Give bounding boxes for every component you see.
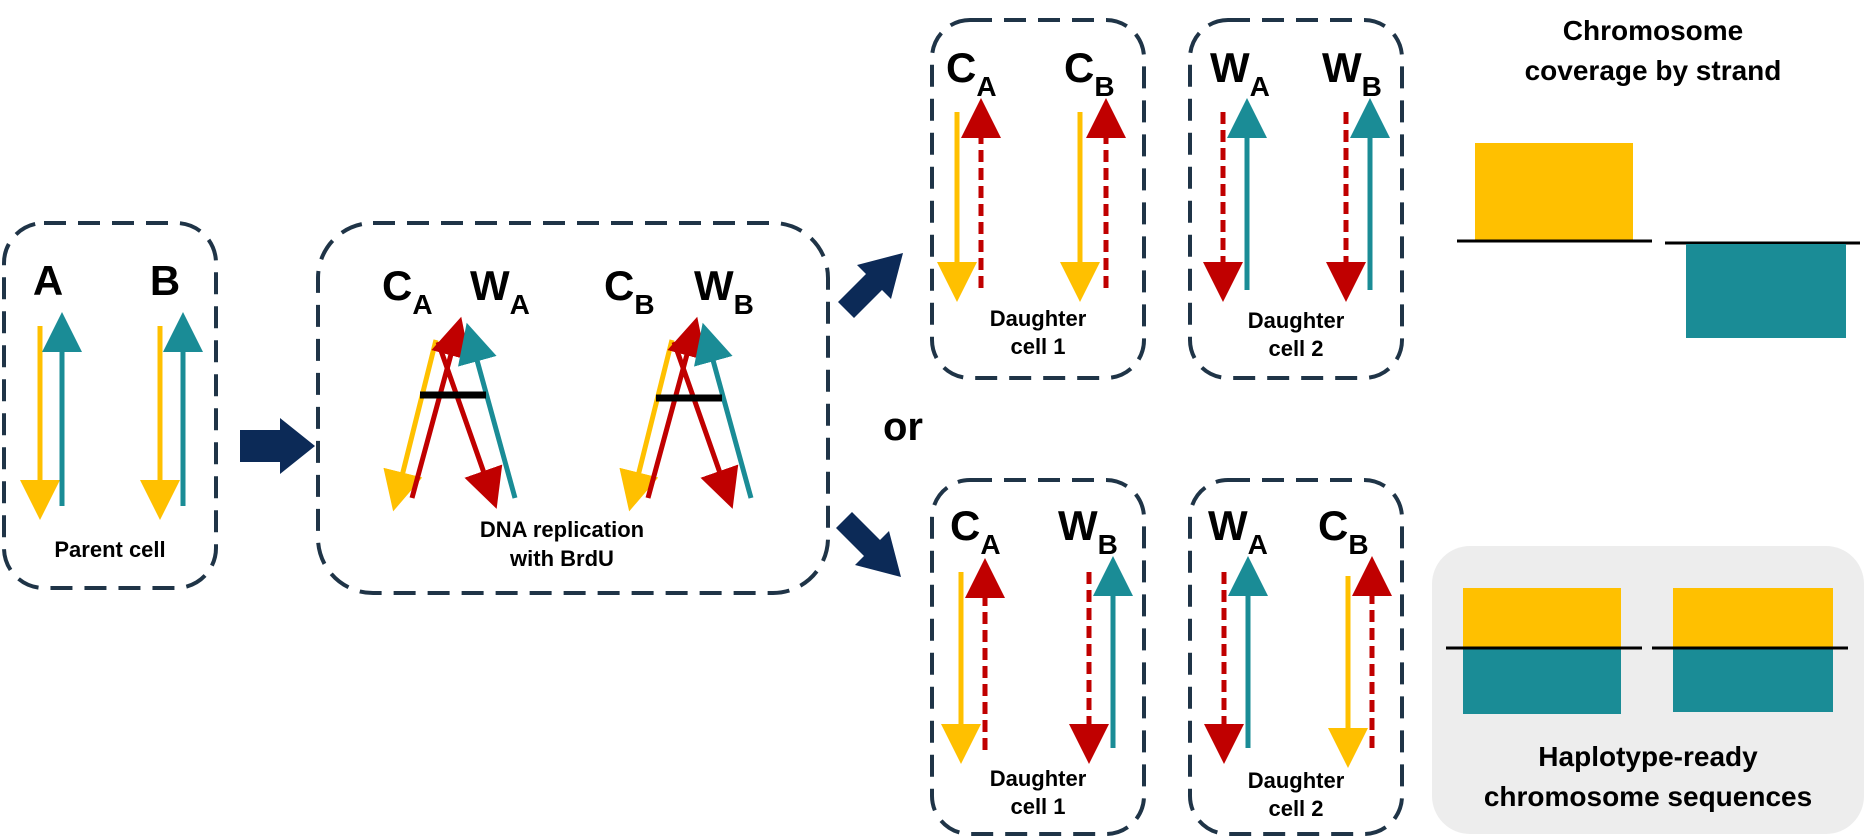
label-wb-1: WB [694, 262, 754, 320]
coverage-bar-teal [1686, 244, 1846, 338]
top-daughter-cell-2-box [1188, 18, 1404, 380]
label-a: A [33, 257, 63, 304]
subscript-a: A [976, 71, 996, 102]
coverage-title-2: coverage by strand [1525, 55, 1782, 86]
label-ca-2: CA [946, 44, 997, 102]
arrow-down-branch [836, 512, 901, 577]
label-c: C [382, 262, 412, 309]
haplo-bar-1-teal [1463, 648, 1621, 714]
label-cb-2: CB [1064, 44, 1115, 102]
subscript-b: B [1098, 529, 1118, 560]
replication-label-1: DNA replication [480, 517, 644, 542]
label-ca-1: CA [382, 262, 433, 320]
bottom-daughter-cell-1-box [930, 478, 1146, 836]
label-w: W [1322, 44, 1362, 91]
label-c: C [950, 502, 980, 549]
subscript-b: B [1362, 71, 1382, 102]
parent-cell-label: Parent cell [54, 537, 165, 562]
label-c: C [1064, 44, 1094, 91]
label-w: W [470, 262, 510, 309]
x2-red-strand-right [671, 341, 739, 509]
subscript-a: A [1248, 529, 1268, 560]
top-daughter-cell-1: CA CB Daughter cell 1 [930, 18, 1146, 380]
label-w: W [1208, 502, 1248, 549]
replication-box: CA WA CB WB DNA replication with BrdU [316, 221, 830, 595]
top-daughter-cell-1-box [930, 18, 1146, 380]
subscript-b: B [734, 289, 754, 320]
arrow-to-replication [240, 418, 315, 474]
label-w: W [1210, 44, 1250, 91]
replication-box-outline [316, 221, 830, 595]
label-wb-3: WB [1058, 502, 1118, 560]
coverage-bar-yellow [1475, 143, 1633, 241]
x1-teal-strand [458, 322, 518, 499]
label-cb-1: CB [604, 262, 655, 320]
haplo-label-2: chromosome sequences [1484, 781, 1812, 812]
bdc1-label-1: Daughter [990, 766, 1087, 791]
label-c: C [604, 262, 634, 309]
x2-red-strand-left [645, 316, 707, 499]
label-ca-3: CA [950, 502, 1001, 560]
tdc2-label-1: Daughter [1248, 308, 1345, 333]
subscript-b: B [1348, 529, 1368, 560]
subscript-a: A [980, 529, 1000, 560]
x1-red-strand-left [409, 316, 471, 499]
bdc1-label-2: cell 1 [1010, 794, 1065, 819]
subscript-b: B [1094, 71, 1114, 102]
top-daughter-cell-2: WA WB Daughter cell 2 [1188, 18, 1404, 380]
haplo-label-1: Haplotype-ready [1538, 741, 1758, 772]
bdc2-label-2: cell 2 [1268, 796, 1323, 821]
tdc2-label-2: cell 2 [1268, 336, 1323, 361]
haplotype-panel: Haplotype-ready chromosome sequences [1432, 546, 1864, 834]
label-c: C [946, 44, 976, 91]
replication-label-2: with BrdU [509, 546, 614, 571]
label-wa-2: WA [1210, 44, 1270, 102]
haplo-bar-2-yellow [1673, 588, 1833, 648]
subscript-b: B [634, 289, 654, 320]
x2-yellow-strand [619, 339, 675, 512]
label-w: W [1058, 502, 1098, 549]
parent-cell: A B Parent cell [2, 221, 218, 590]
tdc1-label-1: Daughter [990, 306, 1087, 331]
label-w: W [694, 262, 734, 309]
subscript-a: A [1250, 71, 1270, 102]
subscript-a: A [412, 289, 432, 320]
subscript-a: A [510, 289, 530, 320]
label-c: C [1318, 502, 1348, 549]
bottom-daughter-cell-1: CA WB Daughter cell 1 [930, 478, 1146, 836]
haplo-bar-1-yellow [1463, 588, 1621, 648]
coverage-title-1: Chromosome [1563, 15, 1743, 46]
label-wa-1: WA [470, 262, 530, 320]
bdc2-label-1: Daughter [1248, 768, 1345, 793]
coverage-panel: Chromosome coverage by strand [1457, 15, 1860, 338]
or-label: or [883, 405, 923, 449]
bottom-daughter-cell-2: WA CB Daughter cell 2 [1188, 478, 1404, 836]
tdc1-label-2: cell 1 [1010, 334, 1065, 359]
x2-teal-strand [694, 322, 754, 499]
x1-red-strand-right [435, 341, 503, 509]
label-wb-2: WB [1322, 44, 1382, 102]
label-b: B [150, 257, 180, 304]
haplo-bar-2-teal [1673, 648, 1833, 712]
bottom-daughter-cell-2-box [1188, 478, 1404, 836]
x1-yellow-strand [383, 339, 439, 512]
label-cb-3: CB [1318, 502, 1369, 560]
label-wa-3: WA [1208, 502, 1268, 560]
arrow-up-branch [838, 253, 903, 318]
